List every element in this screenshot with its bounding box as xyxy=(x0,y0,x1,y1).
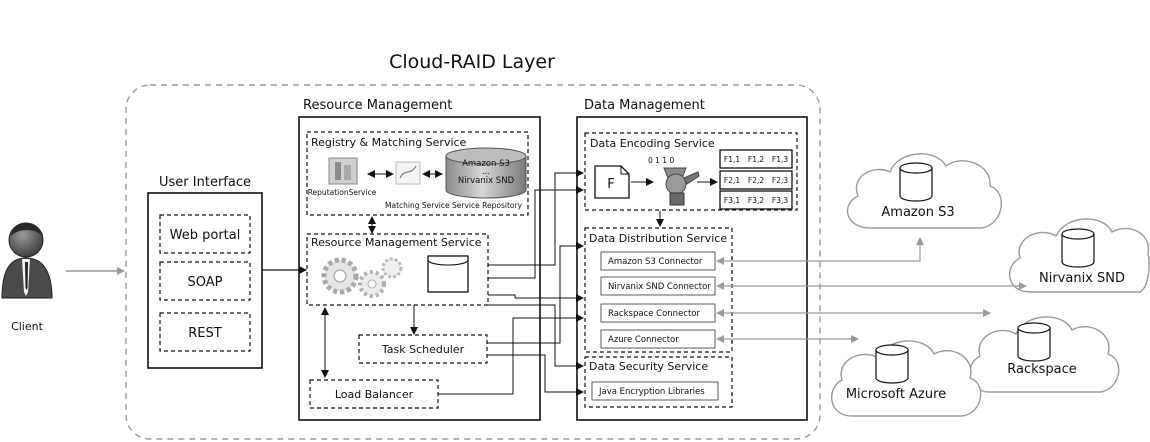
gears-icon xyxy=(321,257,403,298)
file-letter: F xyxy=(607,177,614,192)
ui-rest[interactable]: REST xyxy=(159,312,251,352)
data-encoding-title: Data Encoding Service xyxy=(590,137,715,150)
layer-title: Cloud-RAID Layer xyxy=(389,51,555,73)
task-scheduler[interactable]: Task Scheduler xyxy=(358,334,488,364)
fragment-2-2: F2,2 xyxy=(748,176,764,185)
matching-service-icon xyxy=(395,161,421,185)
cloud-amazon-s3: Amazon S3 xyxy=(846,153,1003,229)
service-repository-database xyxy=(445,147,527,199)
cloud-microsoft-azure: Microsoft Azure xyxy=(830,340,982,417)
ui-web-portal[interactable]: Web portal xyxy=(159,214,251,254)
task-scheduler-label: Task Scheduler xyxy=(381,343,465,356)
reputation-service-label: ReputationService xyxy=(308,188,377,197)
rms-to-data-connections xyxy=(438,169,584,396)
connector-rackspace[interactable]: Rackspace Connector xyxy=(600,303,716,323)
fragment-2-1: F2,1 xyxy=(724,176,740,185)
connector-nirvanix-snd[interactable]: Nirvanix SND Connector xyxy=(600,276,716,296)
data-security-box xyxy=(584,356,733,408)
load-balancer[interactable]: Load Balancer xyxy=(309,379,439,409)
resource-management-service-title: Resource Management Service xyxy=(311,236,482,249)
nirvanix-database-icon xyxy=(1061,228,1095,268)
fragment-1-3: F1,3 xyxy=(772,155,788,164)
repository-line-3: Nirvanix SND xyxy=(458,176,515,186)
data-security-title: Data Security Service xyxy=(589,360,708,373)
data-management-panel xyxy=(576,116,808,421)
cloud-rackspace: Rackspace xyxy=(968,316,1120,393)
fragment-3-2: F3,2 xyxy=(748,196,764,205)
encoder-grinder-icon: 0 1 1 0 xyxy=(648,156,700,206)
svg-text:0 1 1 0: 0 1 1 0 xyxy=(648,156,674,165)
connector-cloud-arrows xyxy=(716,237,1027,343)
connector-amazon-s3[interactable]: Amazon S3 Connector xyxy=(600,251,716,271)
repository-line-1: Amazon S3 xyxy=(462,159,510,169)
cloud-microsoft-azure-label: Microsoft Azure xyxy=(846,387,946,402)
connector-nirvanix-snd-label: Nirvanix SND Connector xyxy=(608,282,711,292)
fragment-1-1: F1,1 xyxy=(724,155,740,164)
java-encryption-libraries[interactable]: Java Encryption Libraries xyxy=(591,381,719,401)
data-distribution-box xyxy=(584,227,733,353)
fragment-row-2 xyxy=(719,170,793,190)
connector-azure-label: Azure Connector xyxy=(608,335,679,345)
file-icon xyxy=(594,165,630,199)
registry-matching-title: Registry & Matching Service xyxy=(311,136,467,149)
user-interface-title: User Interface xyxy=(159,175,251,190)
ui-soap[interactable]: SOAP xyxy=(159,261,251,301)
resource-management-title: Resource Management xyxy=(303,98,452,113)
client-icon xyxy=(1,222,53,299)
ui-soap-label: SOAP xyxy=(188,275,223,290)
ui-web-portal-label: Web portal xyxy=(170,228,241,243)
amazon-s3-database-icon xyxy=(899,162,933,202)
java-encryption-label: Java Encryption Libraries xyxy=(598,387,705,397)
connector-azure[interactable]: Azure Connector xyxy=(600,329,716,349)
data-distribution-title: Data Distribution Service xyxy=(589,232,727,245)
client-label: Client xyxy=(11,320,44,333)
cloud-nirvanix-snd: Nirvanix SND xyxy=(1008,218,1150,293)
data-management-title: Data Management xyxy=(584,98,705,113)
user-interface-panel xyxy=(147,192,263,369)
fragment-row-1 xyxy=(719,149,793,169)
azure-database-icon xyxy=(875,344,909,384)
cloud-nirvanix-snd-label: Nirvanix SND xyxy=(1039,271,1125,286)
fragment-row-3 xyxy=(719,190,793,210)
rackspace-database-icon xyxy=(1017,322,1051,362)
fragment-3-1: F3,1 xyxy=(724,196,740,205)
fragment-2-3: F2,3 xyxy=(772,176,788,185)
cloud-rackspace-label: Rackspace xyxy=(1007,362,1077,377)
rms-database-icon xyxy=(427,255,469,293)
connector-amazon-s3-label: Amazon S3 Connector xyxy=(608,257,703,267)
registry-matching-box xyxy=(306,131,529,216)
fragments-grid: F1,1 F1,2 F1,3 F2,1 F2,2 F2,3 F3,1 F3,2 … xyxy=(719,149,793,210)
repository-line-2: ... xyxy=(482,167,490,177)
reputation-service-icon xyxy=(328,157,358,185)
ui-rest-label: REST xyxy=(188,326,221,341)
fragment-3-3: F3,3 xyxy=(772,196,788,205)
connector-rackspace-label: Rackspace Connector xyxy=(608,309,701,319)
repository-caption: Matching Service Service Repository xyxy=(385,201,523,210)
cloud-amazon-s3-label: Amazon S3 xyxy=(881,205,954,220)
resource-management-panel xyxy=(298,116,541,421)
load-balancer-label: Load Balancer xyxy=(335,388,414,401)
fragment-1-2: F1,2 xyxy=(748,155,764,164)
data-encoding-box xyxy=(584,132,798,211)
